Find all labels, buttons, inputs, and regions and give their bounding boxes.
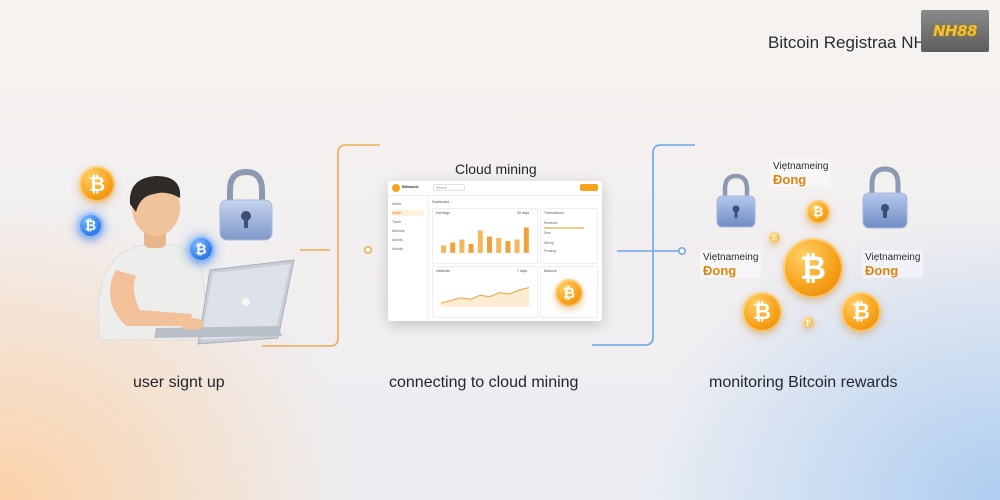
earnings-card: Earnings 30 days: [432, 208, 538, 264]
sidebar-item[interactable]: Markets: [392, 229, 405, 233]
bitcoin-coin-icon: ₿: [841, 292, 881, 332]
currency-label: Viẹtnameing Đong: [862, 250, 924, 278]
earnings-bar: [496, 238, 502, 253]
earnings-bar: [477, 230, 483, 253]
padlock-icon: [862, 166, 908, 229]
transactions-card-title: Transactions: [544, 211, 564, 215]
hashrate-card-badge: 7 days: [517, 269, 528, 273]
connector-mining-to-rewards: [592, 144, 695, 346]
sidebar-item-active[interactable]: Wallet: [392, 210, 424, 216]
bitcoin-coin-icon: ₿: [806, 200, 830, 224]
dashboard-search-input[interactable]: Search: [433, 184, 465, 191]
hashrate-area: [441, 287, 529, 307]
step-label-connecting: connecting to cloud mining: [389, 374, 579, 391]
bitcoin-coin-small-icon: ₿: [803, 317, 814, 328]
earnings-card-badge: 30 days: [517, 211, 530, 215]
hashrate-line-chart: [440, 287, 530, 307]
currency-label: Viẹtnameing Đong: [700, 250, 762, 278]
currency-label-line1: Viẹtnameing: [703, 252, 759, 263]
balance-card-title: Balance: [544, 269, 557, 273]
logo-text: NH88: [933, 22, 977, 40]
connector-node-left: [364, 246, 372, 254]
dashboard-topbar: Bitboard Search: [388, 181, 602, 196]
earnings-bar: [523, 227, 529, 253]
currency-label-line2: Đong: [865, 263, 899, 278]
transaction-bar: [544, 227, 584, 229]
bitcoin-coin-blue-icon: ₿: [188, 236, 214, 262]
padlock-icon: [716, 173, 756, 228]
bitcoin-coin-icon: ₿: [79, 166, 115, 202]
currency-label-line1: Viẹtnameing: [865, 252, 921, 263]
transaction-row: Sent: [544, 231, 551, 235]
hashrate-line: [440, 287, 530, 304]
bitcoin-coin-icon: ₿: [742, 292, 782, 332]
sidebar-item[interactable]: Assets: [392, 238, 403, 242]
earnings-bar: [459, 239, 465, 253]
transaction-row: Mining: [544, 241, 554, 245]
dashboard-sidebar: Home Wallet Trade Markets Assets Activit…: [388, 195, 429, 321]
brand-title: Bitcoin Registraa NH88: [768, 33, 945, 52]
hashrate-card: Hashrate 7 days: [432, 266, 538, 318]
dashboard-action-button[interactable]: [580, 184, 598, 191]
transaction-row: Pending: [544, 249, 556, 253]
currency-label-line1: Viẹtnameing: [773, 161, 829, 172]
currency-label: Viẹtnameing Đong: [770, 159, 832, 187]
connector-signup-to-mining: [262, 144, 380, 347]
step-label-monitoring: monitoring Bitcoin rewards: [709, 374, 898, 391]
user-laptop-illustration: [97, 176, 295, 345]
dashboard-heading: Dashboard: [432, 200, 450, 204]
bitcoin-coin-small-icon: ₿: [769, 232, 780, 243]
earnings-bar: [441, 245, 446, 253]
bitcoin-coin-icon: ₿: [555, 279, 583, 307]
dashboard-caption: Cloud mining: [455, 161, 537, 177]
transactions-card: Transactions Received Sent Mining Pendin…: [540, 208, 598, 264]
bitcoin-coin-blue-icon: ₿: [78, 213, 103, 238]
balance-card: Balance ₿: [540, 266, 598, 318]
step-label-signup: user signt up: [133, 374, 225, 391]
earnings-bar: [505, 241, 511, 253]
bitcoin-coin-large-icon: ₿: [783, 238, 843, 298]
earnings-bar: [514, 239, 520, 253]
sidebar-item[interactable]: Trade: [392, 220, 402, 224]
dashboard-app-name: Bitboard: [402, 184, 419, 189]
hashrate-card-title: Hashrate: [436, 269, 451, 273]
mining-dashboard: Bitboard Search Home Wallet Trade Market…: [388, 181, 602, 321]
sidebar-item[interactable]: Home: [392, 202, 402, 206]
earnings-bar: [487, 236, 492, 253]
earnings-card-title: Earnings: [436, 211, 450, 215]
dashboard-logo-icon: [392, 184, 400, 192]
transaction-row: Received: [544, 221, 558, 225]
brand-logo[interactable]: NH88: [921, 10, 989, 52]
connector-node-right: [678, 247, 686, 255]
earnings-bar: [468, 244, 474, 253]
currency-label-line2: Đong: [773, 172, 807, 187]
earnings-bar: [450, 242, 456, 253]
padlock-icon: [219, 168, 273, 241]
currency-label-line2: Đong: [703, 263, 737, 278]
sidebar-item[interactable]: Activity: [392, 247, 404, 251]
earnings-bar-chart: [439, 227, 533, 254]
